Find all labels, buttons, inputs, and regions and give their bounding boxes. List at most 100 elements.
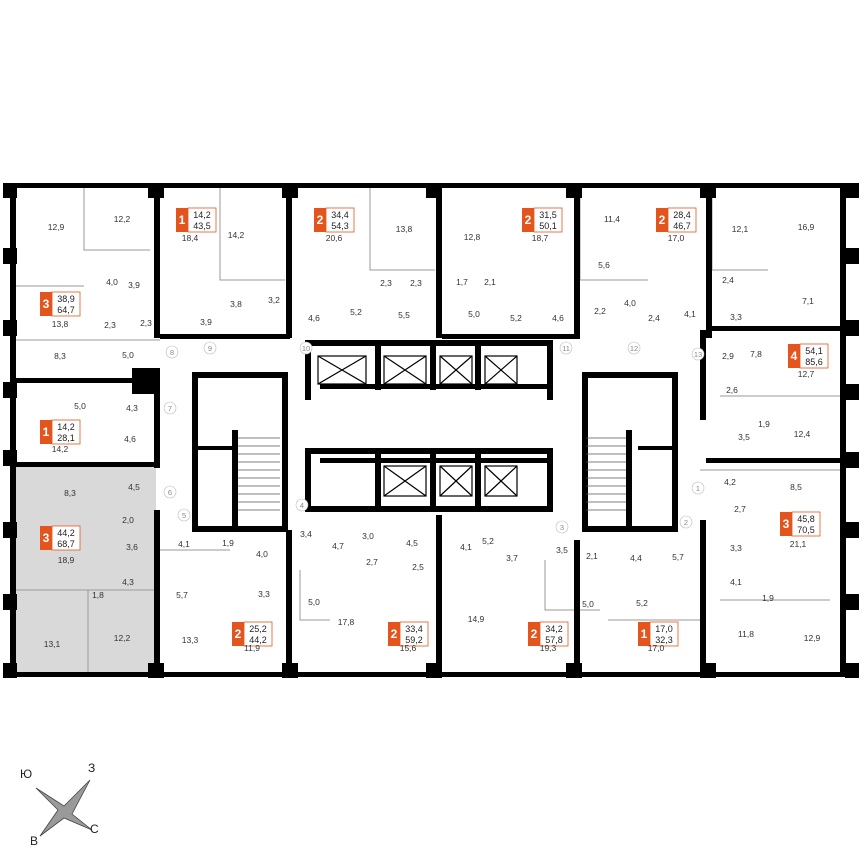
room-area-label: 1,9 bbox=[222, 538, 234, 548]
room-area-label: 4,7 bbox=[332, 541, 344, 551]
room-area-label: 2,0 bbox=[122, 515, 134, 525]
living-area: 17,0 bbox=[655, 624, 673, 634]
room-area-label: 4,3 bbox=[122, 577, 134, 587]
stairs bbox=[238, 437, 626, 511]
total-area: 85,6 bbox=[805, 357, 823, 367]
room-area-label: 2,5 bbox=[412, 562, 424, 572]
room-area-label: 7,1 bbox=[802, 296, 814, 306]
room-area-label: 12,2 bbox=[114, 633, 131, 643]
room-count: 3 bbox=[43, 531, 50, 545]
room-area-label: 2,3 bbox=[410, 278, 422, 288]
apartment-badge[interactable]: 3 44,268,7 18,9 bbox=[40, 525, 81, 565]
room-area-label: 5,0 bbox=[308, 597, 320, 607]
highlighted-apartment-fill-notch bbox=[88, 590, 156, 672]
room-area-label: 12,9 bbox=[804, 633, 821, 643]
room-area-label: 2,4 bbox=[722, 275, 734, 285]
living-area: 54,1 bbox=[805, 346, 823, 356]
door-number: 7 bbox=[168, 404, 172, 413]
room-area-label: 5,0 bbox=[122, 350, 134, 360]
room-area-label: 14,9 bbox=[468, 614, 485, 624]
door-number-marker bbox=[203, 341, 217, 355]
room-area-label: 17,8 bbox=[338, 617, 355, 627]
room-area-label: 4,1 bbox=[460, 542, 472, 552]
room-area-label: 12,2 bbox=[114, 214, 131, 224]
room-area-label: 12,4 bbox=[794, 429, 811, 439]
room-area-label: 4,5 bbox=[406, 538, 418, 548]
room-area-label: 3,4 bbox=[300, 529, 312, 539]
living-area: 44,2 bbox=[57, 528, 75, 538]
total-area: 59,2 bbox=[405, 635, 423, 645]
room-count-badge bbox=[40, 420, 52, 444]
room-count-badge bbox=[656, 208, 668, 232]
living-area: 25,2 bbox=[249, 624, 267, 634]
room-count-badge bbox=[40, 526, 52, 550]
door-number: 4 bbox=[300, 501, 304, 510]
room-area-label: 4,1 bbox=[178, 539, 190, 549]
room-area-label: 1,7 bbox=[456, 277, 468, 287]
door-number-marker bbox=[295, 498, 309, 512]
room-count: 2 bbox=[317, 213, 324, 227]
room-count: 2 bbox=[659, 213, 666, 227]
room-area-label: 3,9 bbox=[128, 280, 140, 290]
area-box bbox=[649, 621, 679, 647]
living-area: 28,4 bbox=[673, 210, 691, 220]
room-area-label: 4,6 bbox=[124, 434, 136, 444]
room-area-label: 4,4 bbox=[630, 553, 642, 563]
door-number: 2 bbox=[684, 518, 688, 527]
room-count: 2 bbox=[391, 627, 398, 641]
room-count: 1 bbox=[641, 627, 648, 641]
room-area-label: 5,0 bbox=[468, 309, 480, 319]
room-area-label: 5,2 bbox=[482, 536, 494, 546]
door-number: 12 bbox=[630, 344, 638, 353]
room-area-label: 4,0 bbox=[256, 549, 268, 559]
area-box bbox=[667, 207, 697, 233]
kitchen-area: 18,9 bbox=[58, 555, 75, 565]
room-count: 1 bbox=[43, 425, 50, 439]
room-area-label: 4,0 bbox=[106, 277, 118, 287]
compass-south: В bbox=[30, 834, 38, 848]
total-area: 57,8 bbox=[545, 635, 563, 645]
room-count-badge bbox=[314, 208, 326, 232]
living-area: 34,4 bbox=[331, 210, 349, 220]
kitchen-area: 15,6 bbox=[400, 643, 417, 653]
room-area-label: 1,8 bbox=[92, 590, 104, 600]
total-area: 68,7 bbox=[57, 539, 75, 549]
door-number: 8 bbox=[170, 348, 174, 357]
area-box bbox=[243, 621, 273, 647]
door-number-marker bbox=[163, 401, 177, 415]
room-area-label: 8,3 bbox=[54, 351, 66, 361]
living-area: 38,9 bbox=[57, 294, 75, 304]
room-count: 2 bbox=[525, 213, 532, 227]
room-area-label: 5,7 bbox=[672, 552, 684, 562]
room-area-label: 2,6 bbox=[726, 385, 738, 395]
room-area-label: 5,0 bbox=[582, 599, 594, 609]
compass: З Ю В С bbox=[20, 761, 99, 848]
room-area-label: 1,9 bbox=[758, 419, 770, 429]
room-area-label: 4,3 bbox=[126, 403, 138, 413]
door-number: 10 bbox=[302, 344, 310, 353]
room-area-label: 3,7 bbox=[506, 553, 518, 563]
room-count: 4 bbox=[791, 349, 798, 363]
room-area-label: 5,2 bbox=[350, 307, 362, 317]
door-number-marker bbox=[627, 341, 641, 355]
area-box bbox=[539, 621, 569, 647]
room-area-label: 2,1 bbox=[484, 277, 496, 287]
kitchen-area: 17,0 bbox=[668, 233, 685, 243]
room-count-badge bbox=[522, 208, 534, 232]
area-box bbox=[533, 207, 563, 233]
